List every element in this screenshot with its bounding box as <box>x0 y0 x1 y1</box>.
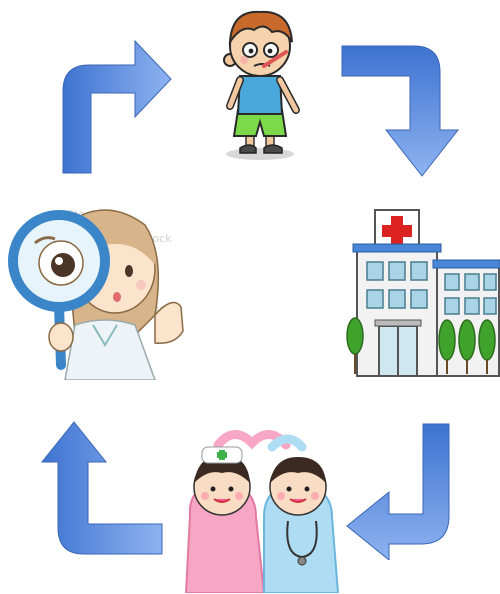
node-sick-boy <box>210 2 310 162</box>
curved-arrow-icon <box>62 39 172 174</box>
arrow-nurses-to-checkup <box>40 418 165 558</box>
node-nurses <box>172 425 347 593</box>
curved-arrow-icon <box>40 421 163 555</box>
sick-boy-with-thermometer-icon <box>223 10 300 160</box>
nurses-heart-pose-icon <box>184 430 340 593</box>
nurse-with-magnifying-glass-icon <box>8 209 184 380</box>
node-checkup <box>5 195 190 380</box>
curved-arrow-icon <box>346 423 450 560</box>
curved-arrow-icon <box>341 45 460 177</box>
arrow-checkup-to-sick <box>55 35 175 175</box>
arrow-sick-to-hospital <box>340 40 460 180</box>
arrow-hospital-to-nurses <box>345 420 455 560</box>
hospital-building-icon <box>346 209 500 377</box>
node-hospital <box>345 208 500 378</box>
